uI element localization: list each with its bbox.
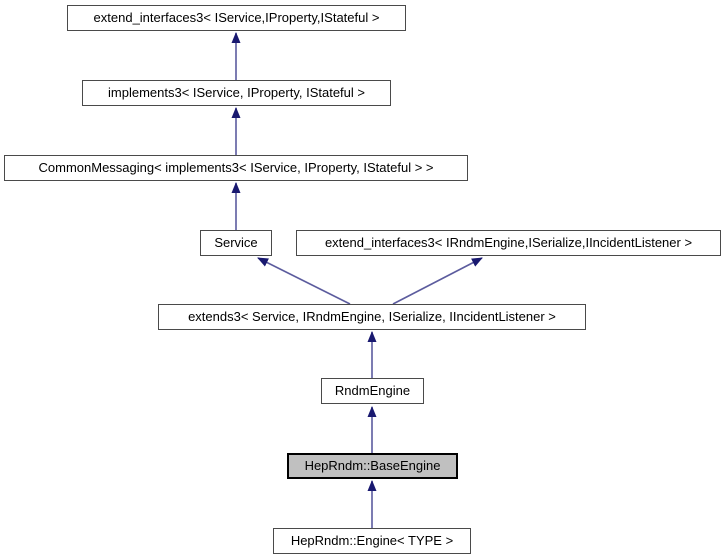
node-heprndm-baseengine: HepRndm::BaseEngine [287, 453, 458, 479]
edge-extends3-to-extend-interfaces3-irndmengine [392, 257, 483, 305]
node-extends3[interactable]: extends3< Service, IRndmEngine, ISeriali… [158, 304, 586, 330]
node-heprndm-engine-type[interactable]: HepRndm::Engine< TYPE > [273, 528, 471, 554]
edge-extends3-to-service [257, 257, 351, 305]
node-service[interactable]: Service [200, 230, 272, 256]
node-extend-interfaces3-iservice[interactable]: extend_interfaces3< IService,IProperty,I… [67, 5, 406, 31]
node-rndmengine[interactable]: RndmEngine [321, 378, 424, 404]
node-extend-interfaces3-irndmengine[interactable]: extend_interfaces3< IRndmEngine,ISeriali… [296, 230, 721, 256]
node-common-messaging[interactable]: CommonMessaging< implements3< IService, … [4, 155, 468, 181]
node-implements3[interactable]: implements3< IService, IProperty, IState… [82, 80, 391, 106]
